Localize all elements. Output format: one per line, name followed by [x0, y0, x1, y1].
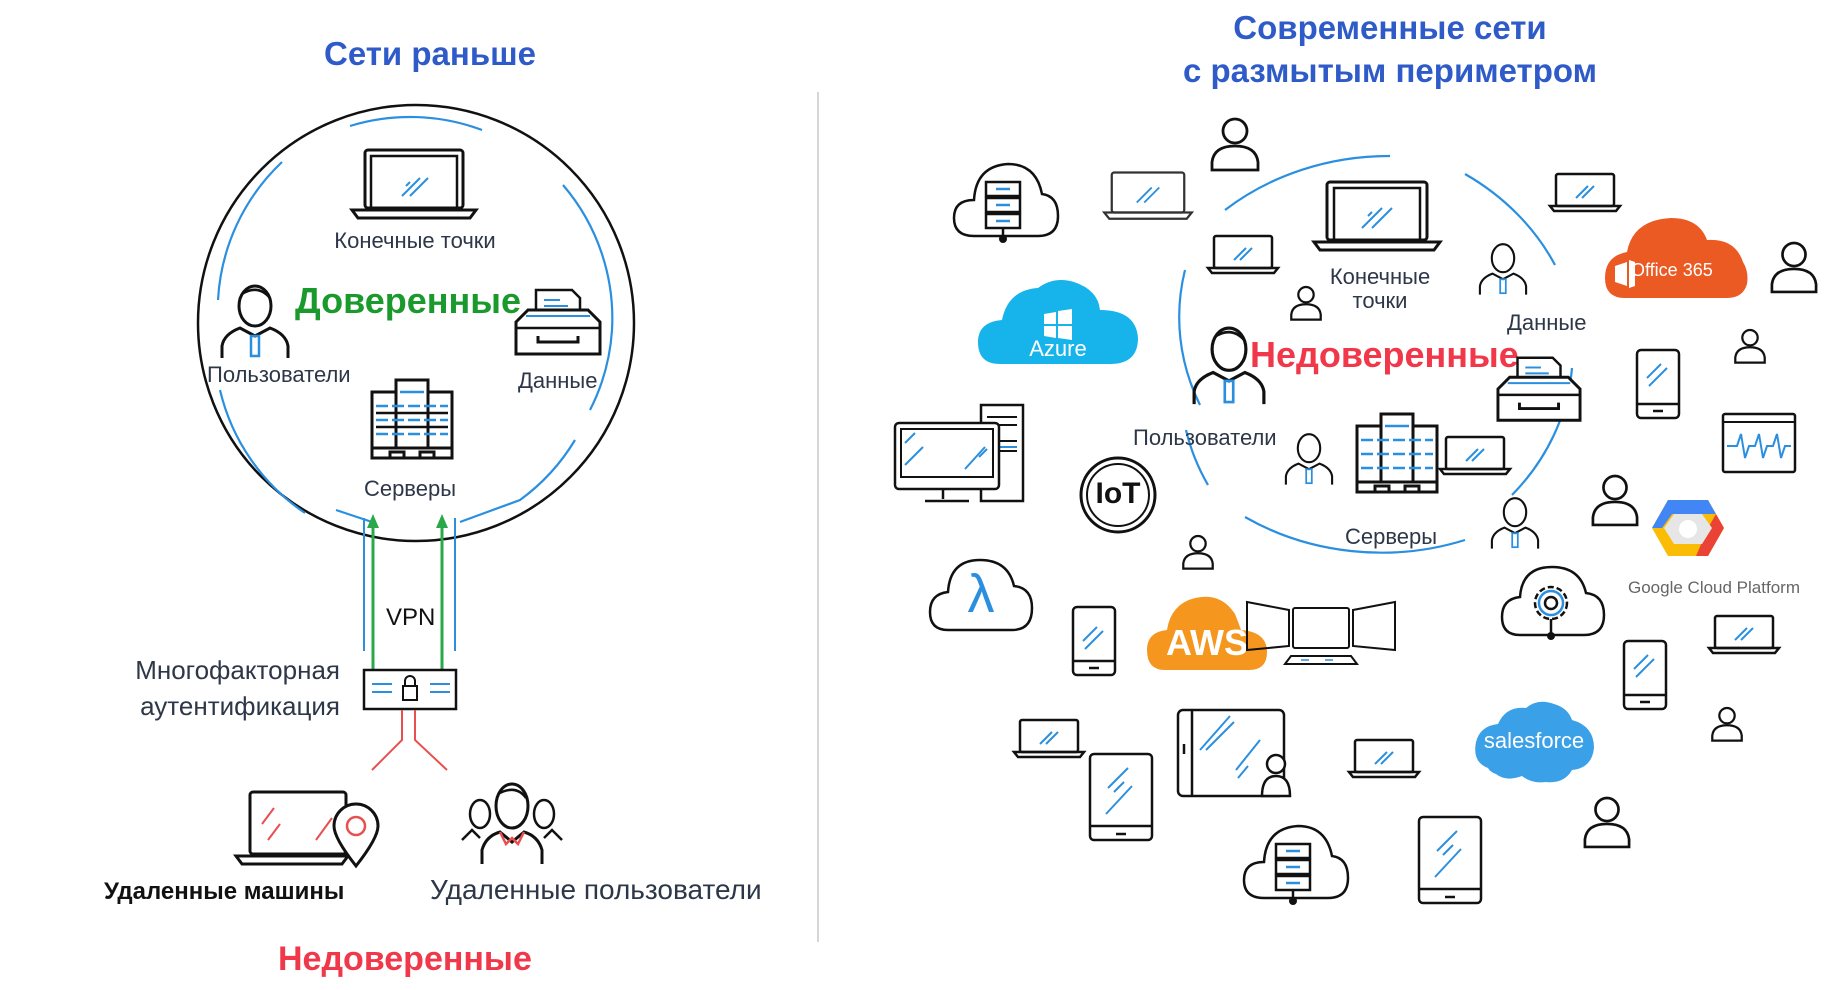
perimeter-arc-right-top [1464, 173, 1556, 266]
blue-arc-bottom-left [335, 508, 373, 524]
person-icon [1591, 473, 1639, 527]
right-users-label: Пользователи [1133, 425, 1277, 450]
laptop-icon [1346, 738, 1422, 779]
remote-machines-label: Удаленные машины [104, 878, 345, 905]
user-icon [220, 280, 290, 360]
tablet-with-user-icon [1176, 708, 1296, 798]
perimeter-arc-left-lower [1184, 429, 1209, 486]
person-icon [1711, 706, 1743, 742]
mfa-label-line2: аутентификация [140, 691, 340, 721]
user-icon [1490, 494, 1540, 550]
mfa-label-line1: Многофакторная [135, 655, 340, 685]
blue-arc-bottom-right [459, 439, 576, 524]
tablet-icon [1417, 815, 1483, 905]
laptop-icon [1011, 718, 1087, 759]
servers-icon [370, 378, 454, 460]
data-label: Данные [518, 368, 598, 393]
right-title-line2: с размытым периметром [1182, 52, 1598, 89]
servers-label: Серверы [363, 476, 457, 501]
iot-badge: IoT [1078, 455, 1158, 535]
phone-icon [1635, 348, 1681, 420]
cloud-server-icon [1242, 822, 1350, 908]
users-label: Пользователи [207, 362, 351, 387]
desktop-computer-icon [893, 403, 1027, 505]
panel-divider [817, 92, 819, 942]
azure-label: Azure [1029, 336, 1087, 361]
laptop-icon [1205, 234, 1281, 275]
data-archive-icon [514, 288, 602, 356]
remote-laptop-location-icon [233, 788, 380, 869]
blue-arc-left-upper [216, 161, 283, 301]
perimeter-arc-top [1224, 154, 1391, 211]
office365-label: Office 365 [1631, 260, 1713, 280]
servers-icon [1355, 412, 1439, 494]
user-icon [1192, 320, 1266, 408]
laptop-icon [1311, 180, 1443, 252]
remote-users-label: Удаленные пользователи [430, 874, 762, 905]
right-data-label: Данные [1507, 310, 1587, 335]
aws-label: AWS [1165, 622, 1248, 663]
laptop-icon [1100, 170, 1196, 220]
tablet-icon [1088, 752, 1154, 842]
multi-monitor-icon [1245, 600, 1397, 666]
right-endpoints-line1: Конечные [1329, 264, 1431, 289]
mfa-gateway-icon [362, 668, 458, 711]
person-icon [1182, 534, 1214, 570]
blue-arc-left-lower [218, 389, 306, 514]
salesforce-label: salesforce [1483, 728, 1585, 753]
right-untrusted-label: Недоверенные [1250, 334, 1519, 375]
perimeter-circle [196, 103, 636, 543]
google-cloud-logo [1650, 498, 1726, 564]
person-icon [1770, 240, 1818, 294]
vpn-tunnel [363, 514, 456, 670]
blue-arc-right [562, 184, 614, 411]
user-icon [1478, 240, 1528, 296]
salesforce-cloud-logo: salesforce [1472, 698, 1596, 784]
cloud-gear-icon [1500, 563, 1606, 645]
vpn-label: VPN [386, 604, 436, 631]
person-icon [1290, 284, 1322, 322]
blue-arc-top [349, 115, 483, 132]
phone-icon [1071, 605, 1117, 677]
trusted-perimeter [196, 103, 636, 771]
person-icon [1210, 116, 1260, 172]
remote-users-icon [460, 780, 564, 866]
mfa-label: Многофакторная аутентификация [100, 652, 340, 724]
trusted-zone-label: Доверенные [295, 280, 522, 321]
left-untrusted-label: Недоверенные [278, 940, 532, 978]
right-servers-label: Серверы [1345, 524, 1438, 549]
right-title-line1: Современные сети [1233, 9, 1547, 46]
user-icon [1284, 430, 1334, 486]
laptop-icon [1437, 435, 1513, 476]
google-cloud-label: Google Cloud Platform [1628, 578, 1800, 597]
cloud-lambda-icon: λ [928, 556, 1034, 634]
endpoints-label: Конечные точки [334, 228, 496, 253]
left-title: Сети раньше [324, 35, 536, 72]
aws-cloud-logo: AWS [1145, 590, 1269, 672]
untrusted-links [371, 710, 448, 771]
laptop-icon [1547, 172, 1623, 213]
phone-icon [1622, 639, 1668, 711]
person-icon [1583, 795, 1631, 849]
perimeter-arc-bottom [1244, 516, 1466, 554]
data-archive-icon [1496, 355, 1582, 423]
iot-label: IoT [1095, 477, 1141, 510]
right-endpoints-line2: точки [1352, 288, 1408, 313]
person-icon [1734, 328, 1766, 364]
right-endpoints-label: Конечные точки [1310, 265, 1450, 313]
right-title: Современные сети с размытым периметром [1100, 6, 1680, 92]
laptop-icon [1706, 614, 1782, 655]
laptop-icon [349, 148, 479, 220]
lambda-symbol: λ [967, 564, 995, 624]
cloud-server-icon [952, 160, 1060, 246]
office365-cloud-logo: Office 365 [1603, 210, 1751, 300]
monitoring-window-icon [1721, 412, 1797, 474]
azure-cloud-logo: Azure [976, 276, 1140, 366]
